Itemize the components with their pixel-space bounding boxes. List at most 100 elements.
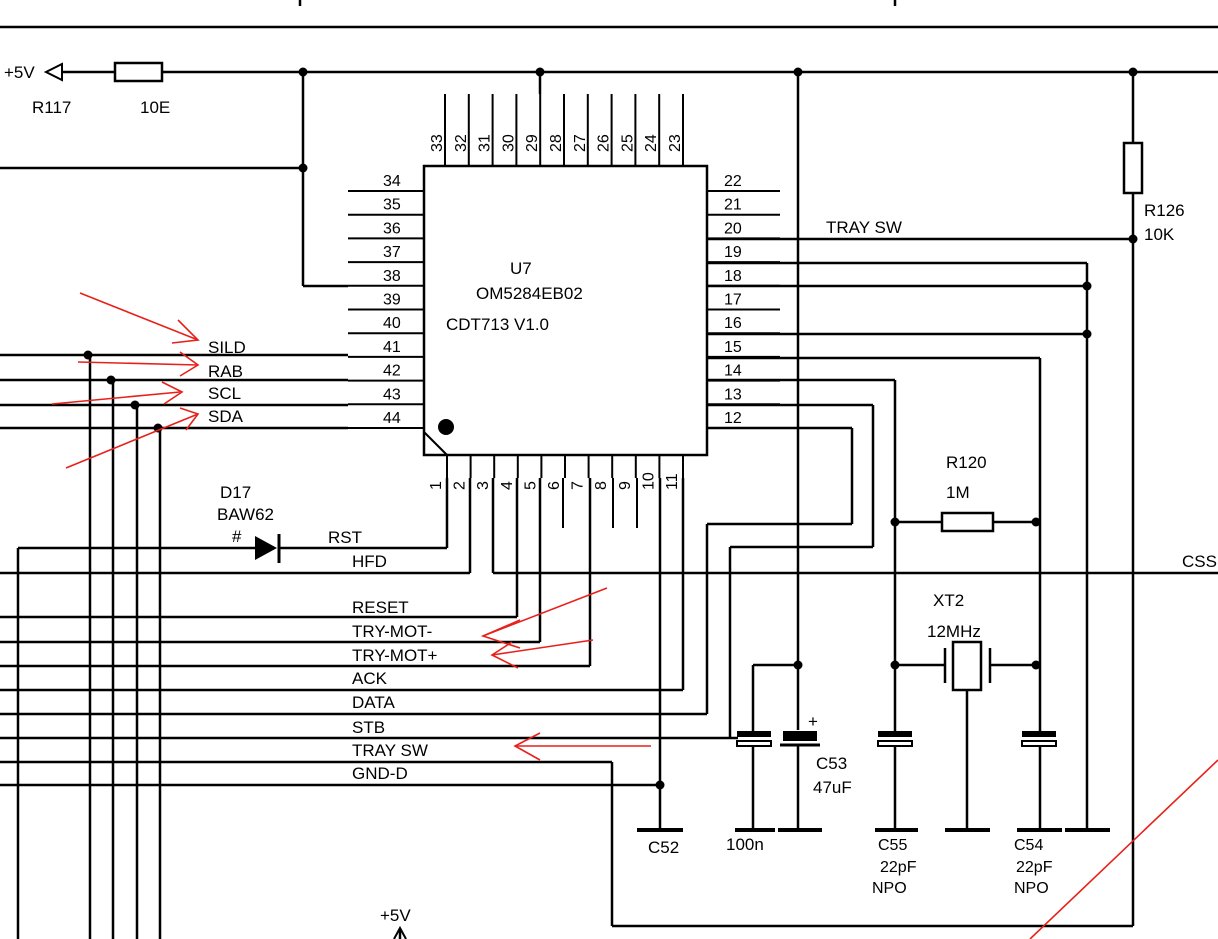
ic-pins <box>348 94 780 528</box>
ic-variant: CDT713 V1.0 <box>446 315 549 334</box>
ic-pin-number-21: 21 <box>724 197 742 214</box>
ic-pin-number-15: 15 <box>724 339 742 356</box>
resistor-r120: R120 1M <box>940 453 995 533</box>
svg-text:ACK: ACK <box>352 669 388 688</box>
ic-pin-number-9: 9 <box>617 481 634 490</box>
svg-text:22pF: 22pF <box>1016 859 1053 876</box>
resistor-r117: R117 10E <box>32 61 170 117</box>
ic-pin-number-40: 40 <box>383 315 401 332</box>
capacitor-100n: 100n <box>726 731 772 854</box>
svg-text:10K: 10K <box>1144 225 1175 244</box>
svg-text:R117: R117 <box>32 98 71 117</box>
svg-text:TRAY SW: TRAY SW <box>826 218 902 237</box>
svg-text:GND-D: GND-D <box>352 764 408 783</box>
capacitor-c54: C54 22pF NPO <box>1014 731 1057 897</box>
ic-pin-number-4: 4 <box>499 481 516 490</box>
svg-text:10E: 10E <box>140 98 170 117</box>
svg-text:RESET: RESET <box>352 598 409 617</box>
ic-pin-number-41: 41 <box>383 339 401 356</box>
ic-pin-number-13: 13 <box>724 386 742 403</box>
svg-text:1M: 1M <box>946 483 970 502</box>
ic-pin-number-42: 42 <box>383 363 401 380</box>
svg-text:TRY-MOT-: TRY-MOT- <box>352 622 432 641</box>
ic-pin-number-17: 17 <box>724 292 742 309</box>
svg-text:22pF: 22pF <box>880 859 917 876</box>
crystal-xt2: XT2 12MHz <box>927 591 992 692</box>
svg-text:R120: R120 <box>946 453 987 472</box>
svg-text:DATA: DATA <box>352 693 395 712</box>
ic-pin-number-28: 28 <box>548 134 565 152</box>
svg-text:CSS: CSS <box>1182 552 1217 571</box>
ic-pin-number-5: 5 <box>522 481 539 490</box>
ic-pin-number-22: 22 <box>724 173 742 190</box>
supply-5v-top: +5V <box>4 62 63 82</box>
ic-pin-number-18: 18 <box>724 268 742 285</box>
ic-pin-number-6: 6 <box>546 481 563 490</box>
svg-text:C55: C55 <box>878 837 907 854</box>
ic-pin-number-10: 10 <box>640 472 657 490</box>
svg-text:SCL: SCL <box>208 384 241 403</box>
svg-text:TRY-MOT+: TRY-MOT+ <box>352 646 438 665</box>
svg-text:C54: C54 <box>1014 837 1043 854</box>
svg-text:D17: D17 <box>220 483 251 502</box>
svg-text:12MHz: 12MHz <box>927 622 981 641</box>
ic-pin-number-43: 43 <box>383 386 401 403</box>
ic-pin-number-7: 7 <box>570 481 587 490</box>
pin1-dot <box>438 419 454 435</box>
ic-pin-number-38: 38 <box>383 268 401 285</box>
svg-text:RAB: RAB <box>208 362 243 381</box>
ic-pin-number-44: 44 <box>383 410 401 427</box>
ic-bevel <box>423 431 448 456</box>
ic-pin-number-3: 3 <box>475 481 492 490</box>
capacitor-c55: C55 22pF NPO <box>872 731 917 897</box>
svg-text:RST: RST <box>328 528 362 547</box>
svg-text:+5V: +5V <box>4 63 35 82</box>
svg-text:#: # <box>232 527 242 546</box>
ic-pin-number-12: 12 <box>724 410 742 427</box>
svg-text:SDA: SDA <box>208 407 244 426</box>
ic-pin-number-39: 39 <box>383 292 401 309</box>
svg-text:NPO: NPO <box>872 880 907 897</box>
svg-text:STB: STB <box>352 718 385 737</box>
supply-5v-bottom: +5V <box>380 906 411 939</box>
ic-pin-number-19: 19 <box>724 244 742 261</box>
ic-part: OM5284EB02 <box>476 284 583 303</box>
svg-text:SILD: SILD <box>208 338 246 357</box>
ic-ref: U7 <box>510 259 532 278</box>
ic-pin-number-31: 31 <box>477 134 494 152</box>
ic-pin-number-20: 20 <box>724 220 742 237</box>
ic-pin-number-8: 8 <box>593 481 610 490</box>
svg-text:+: + <box>808 712 818 731</box>
svg-text:R126: R126 <box>1144 201 1185 220</box>
ic-body <box>422 164 709 457</box>
ic-pin-number-16: 16 <box>724 315 742 332</box>
resistor-r126: R126 10K <box>1122 141 1185 244</box>
ic-pin-number-37: 37 <box>383 244 401 261</box>
ic-pin-number-32: 32 <box>453 134 470 152</box>
ic-pin-number-14: 14 <box>724 363 742 380</box>
svg-text:C53: C53 <box>816 754 847 773</box>
ic-pin-number-11: 11 <box>664 473 681 490</box>
svg-text:100n: 100n <box>726 835 764 854</box>
svg-text:NPO: NPO <box>1014 880 1049 897</box>
ic-u7: U7 OM5284EB02 CDT713 V1.0 <box>422 164 709 457</box>
ic-pin-number-1: 1 <box>428 481 445 490</box>
junctions <box>83 67 1138 790</box>
net-labels: SILD RAB SCL SDA RST HFD RESET TRY-MOT- … <box>208 218 1217 783</box>
ic-pin-number-23: 23 <box>667 134 684 152</box>
svg-text:XT2: XT2 <box>933 591 964 610</box>
svg-text:BAW62: BAW62 <box>217 505 274 524</box>
ic-pin-number-26: 26 <box>596 134 613 152</box>
ic-pin-number-34: 34 <box>383 173 401 190</box>
diode-d17: D17 BAW62 # <box>217 483 281 563</box>
svg-text:TRAY SW: TRAY SW <box>352 741 428 760</box>
ic-pin-number-25: 25 <box>619 134 636 152</box>
svg-text:47uF: 47uF <box>813 778 852 797</box>
svg-text:+5V: +5V <box>380 906 411 925</box>
red-annotation-marks <box>51 292 1218 939</box>
ic-pin-number-24: 24 <box>643 134 660 152</box>
ic-pin-number-2: 2 <box>452 481 469 490</box>
